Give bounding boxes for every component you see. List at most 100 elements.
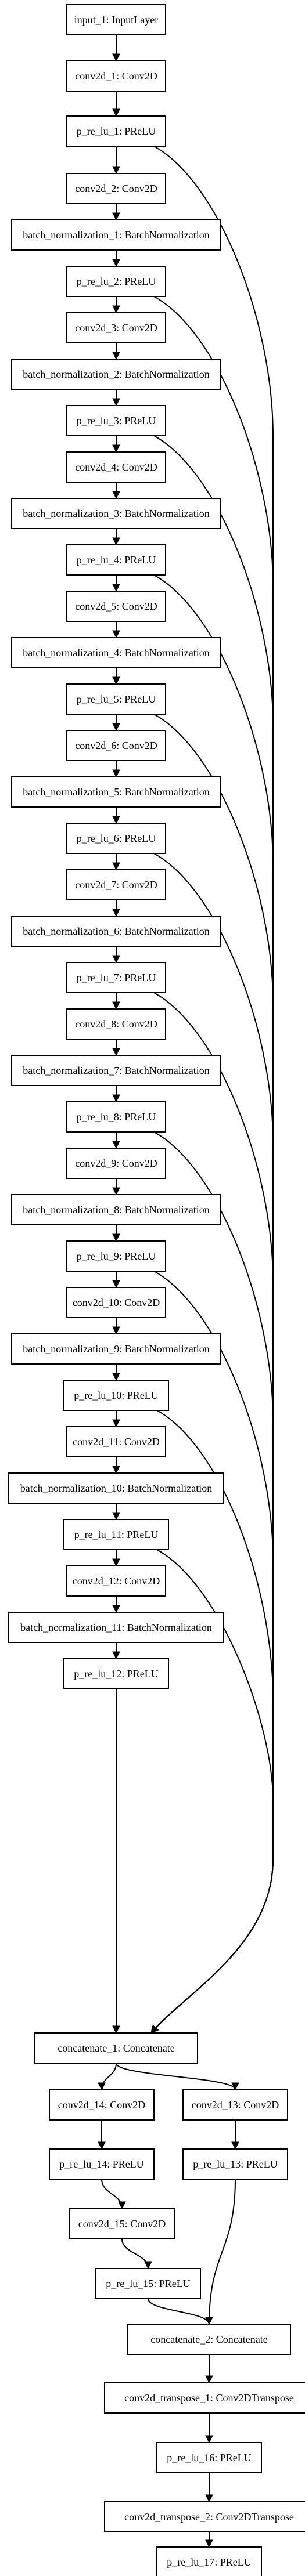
node-label: concatenate_2: Concatenate — [150, 2333, 267, 2345]
node-box — [49, 2148, 155, 2180]
arrowhead — [112, 491, 120, 500]
edge-p-re-lu-2-to-conv2d-3 — [112, 296, 120, 314]
node-box — [66, 730, 166, 761]
edge-line — [150, 853, 274, 2034]
edge-line — [209, 2179, 236, 2325]
arrowhead — [112, 816, 120, 824]
edge-line — [150, 296, 274, 2034]
node-bn-1: batch_normalization_1: BatchNormalizatio… — [11, 219, 221, 251]
node-p-re-lu-12: p_re_lu_12: PReLU — [63, 1658, 169, 1689]
node-box — [11, 219, 221, 251]
node-box — [63, 1380, 169, 1411]
edge-conv2d-6-to-bn-5 — [112, 761, 120, 778]
node-label: conv2d_12: Conv2D — [73, 1575, 160, 1587]
edge-bn-3-to-p-re-lu-4 — [112, 529, 120, 546]
node-p-re-lu-13: p_re_lu_13: PReLU — [182, 2148, 288, 2180]
node-p-re-lu-11: p_re_lu_11: PReLU — [63, 1519, 169, 1550]
edge-bn-1-to-p-re-lu-2 — [112, 250, 120, 267]
edge-conv2d-15-to-p-re-lu-15 — [121, 2238, 152, 2270]
node-box — [66, 591, 166, 622]
node-label: p_re_lu_1: PReLU — [77, 125, 156, 137]
node-label: conv2d_11: Conv2D — [73, 1436, 160, 1448]
edge-line — [150, 435, 274, 2034]
arrowhead — [112, 1001, 120, 1010]
node-box — [66, 312, 166, 343]
node-box — [66, 823, 166, 854]
node-box — [11, 359, 221, 390]
node-box — [8, 1612, 224, 1643]
node-label: p_re_lu_9: PReLU — [77, 1250, 156, 1262]
arrowhead — [112, 769, 120, 778]
arrowhead — [112, 1326, 120, 1335]
node-box — [66, 451, 166, 483]
node-conv2d-13: conv2d_13: Conv2D — [182, 2089, 288, 2121]
edge-conv2d-5-to-bn-4 — [112, 621, 120, 639]
arrowhead — [205, 2375, 213, 2384]
node-label: conv2d_2: Conv2D — [75, 183, 157, 194]
node-label: p_re_lu_10: PReLU — [74, 1390, 159, 1401]
edge-conv2d-14-to-p-re-lu-14 — [98, 2120, 106, 2150]
node-conv2d-9: conv2d_9: Conv2D — [66, 1148, 166, 1179]
node-box — [63, 1658, 169, 1689]
node-box — [11, 1194, 221, 1225]
node-label: p_re_lu_12: PReLU — [74, 1668, 159, 1680]
node-bn-3: batch_normalization_3: BatchNormalizatio… — [11, 498, 221, 529]
node-bn-4: batch_normalization_4: BatchNormalizatio… — [11, 637, 221, 668]
arrowhead — [112, 1233, 120, 1242]
edge-p-re-lu-11-to-conv2d-12 — [112, 1550, 120, 1567]
node-box — [11, 916, 221, 947]
node-label: p_re_lu_2: PReLU — [77, 276, 156, 287]
node-label: p_re_lu_5: PReLU — [77, 693, 156, 705]
node-bn-8: batch_normalization_8: BatchNormalizatio… — [11, 1194, 221, 1225]
node-p-re-lu-16: p_re_lu_16: PReLU — [156, 2442, 262, 2473]
node-box — [156, 2546, 262, 2576]
edge-p-re-lu-1-to-conv2d-2 — [112, 146, 120, 175]
arrowhead — [112, 537, 120, 546]
edge-conv2d-transpose-1-to-p-re-lu-16 — [205, 2413, 213, 2444]
node-box — [156, 2442, 262, 2473]
edge-p-re-lu-14-to-conv2d-15 — [101, 2179, 126, 2210]
edge-conv2d-3-to-bn-2 — [112, 343, 120, 360]
edge-p-re-lu-16-to-conv2d-transpose-2 — [205, 2473, 213, 2503]
edge-concatenate-1-to-conv2d-13 — [116, 2063, 239, 2091]
node-label: conv2d_3: Conv2D — [75, 322, 157, 334]
edge-p-re-lu-2-to-concatenate-1 — [150, 296, 274, 2034]
arrowhead — [112, 2025, 120, 2034]
node-label: p_re_lu_8: PReLU — [77, 1111, 156, 1123]
edge-conv2d-11-to-bn-10 — [112, 1457, 120, 1474]
arrowhead — [112, 398, 120, 407]
edge-bn-6-to-p-re-lu-7 — [112, 946, 120, 964]
edge-conv2d-7-to-bn-6 — [112, 900, 120, 917]
node-label: conv2d_9: Conv2D — [75, 1157, 157, 1169]
edge-p-re-lu-3-to-conv2d-4 — [112, 436, 120, 453]
node-conv2d-15: conv2d_15: Conv2D — [69, 2208, 175, 2239]
edge-bn-7-to-p-re-lu-8 — [112, 1086, 120, 1103]
node-box — [66, 4, 166, 35]
node-p-re-lu-5: p_re_lu_5: PReLU — [66, 683, 166, 715]
edge-conv2d-12-to-bn-11 — [112, 1596, 120, 1613]
edge-conv2d-8-to-bn-7 — [112, 1039, 120, 1057]
node-label: p_re_lu_3: PReLU — [77, 415, 156, 426]
node-p-re-lu-3: p_re_lu_3: PReLU — [66, 405, 166, 436]
arrowhead — [205, 2317, 213, 2325]
node-label: conv2d_8: Conv2D — [75, 1018, 157, 1030]
node-label: batch_normalization_4: BatchNormalizatio… — [23, 647, 209, 659]
node-p-re-lu-2: p_re_lu_2: PReLU — [66, 266, 166, 297]
node-conv2d-4: conv2d_4: Conv2D — [66, 451, 166, 483]
node-box — [11, 498, 221, 529]
arrowhead — [205, 2539, 213, 2548]
node-box — [66, 266, 166, 297]
node-p-re-lu-4: p_re_lu_4: PReLU — [66, 544, 166, 576]
edge-line — [116, 2063, 236, 2090]
node-p-re-lu-8: p_re_lu_8: PReLU — [66, 1101, 166, 1133]
node-label: batch_normalization_6: BatchNormalizatio… — [23, 925, 209, 937]
node-box — [66, 544, 166, 576]
node-box — [66, 962, 166, 993]
edge-bn-11-to-p-re-lu-12 — [112, 1642, 120, 1660]
arrowhead — [98, 2082, 106, 2091]
edge-line — [150, 1131, 274, 2034]
edge-p-re-lu-8-to-conv2d-9 — [112, 1132, 120, 1149]
node-box — [11, 1333, 221, 1365]
arrowhead — [112, 676, 120, 685]
arrowhead — [150, 2025, 159, 2034]
